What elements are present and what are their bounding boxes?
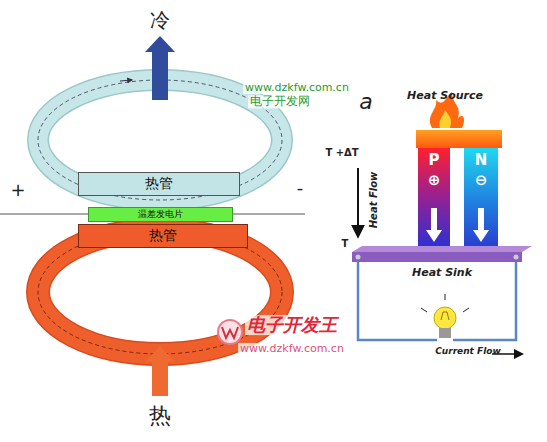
- box-text: 热管: [149, 228, 177, 243]
- heat-flow-arrow: [464, 208, 498, 244]
- polarity-sign: -: [297, 178, 304, 198]
- temperature-label: T +ΔT: [325, 147, 358, 158]
- hot-flow-path: [38, 230, 282, 354]
- flow-label: Heat Flow: [368, 172, 379, 229]
- heat-pipe-box: 热管: [78, 224, 248, 248]
- heat-flow-arrow: [357, 168, 359, 236]
- n-leg: N⊖: [464, 148, 498, 246]
- charge-symbol: ⊖: [475, 172, 488, 189]
- flow-arrow: [120, 80, 132, 81]
- watermark: 电子开发网: [248, 95, 312, 108]
- heat-source-plate: [416, 130, 502, 148]
- box-text: 温差发电片: [138, 210, 183, 220]
- flow-label: Current Flow: [435, 347, 501, 357]
- polarity-sign: +: [10, 180, 25, 200]
- watermark: www.dzkfw.com.cn: [238, 343, 346, 355]
- leg-letter: N: [475, 152, 488, 169]
- terminal: [356, 255, 361, 260]
- hot-loop-edge: [38, 230, 282, 354]
- heat-pipe-box: 热管: [78, 172, 240, 196]
- flame-core: [439, 110, 451, 128]
- p-leg: P⊕: [418, 148, 450, 246]
- cold-arrow: [145, 36, 175, 100]
- generator-chip: 温差发电片: [88, 207, 233, 222]
- charge-symbol: ⊕: [428, 172, 441, 189]
- bulb: [434, 307, 456, 329]
- hot-loop: [38, 230, 282, 354]
- light-ray: [421, 308, 427, 312]
- temperature-label: T: [342, 238, 349, 249]
- light-ray: [445, 294, 446, 300]
- arrow-shape: [426, 208, 442, 242]
- part-label: Heat Sink: [412, 267, 472, 279]
- cold-label: 冷: [150, 9, 170, 31]
- box-text: 热管: [145, 176, 173, 191]
- logo-mark: [222, 327, 238, 338]
- panel-letter: a: [359, 90, 372, 114]
- heat-sink: [352, 252, 522, 262]
- terminal: [514, 255, 519, 260]
- heat-label: 热: [149, 404, 171, 428]
- heat-arrow: [145, 346, 175, 396]
- spacer: [352, 158, 353, 160]
- arrow-shape: [473, 208, 489, 242]
- watermark: 电子开发王: [245, 315, 339, 335]
- leg-letter: P: [429, 152, 440, 169]
- bulb-base: [439, 328, 451, 338]
- part-label: Heat Source: [407, 90, 483, 102]
- heat-flow-arrow: [418, 208, 450, 244]
- light-ray: [463, 308, 469, 312]
- heat-sink-top: [352, 246, 532, 252]
- filament: [441, 312, 449, 320]
- logo-icon: [218, 320, 242, 344]
- watermark: www.dzkfw.com.cn: [243, 82, 351, 94]
